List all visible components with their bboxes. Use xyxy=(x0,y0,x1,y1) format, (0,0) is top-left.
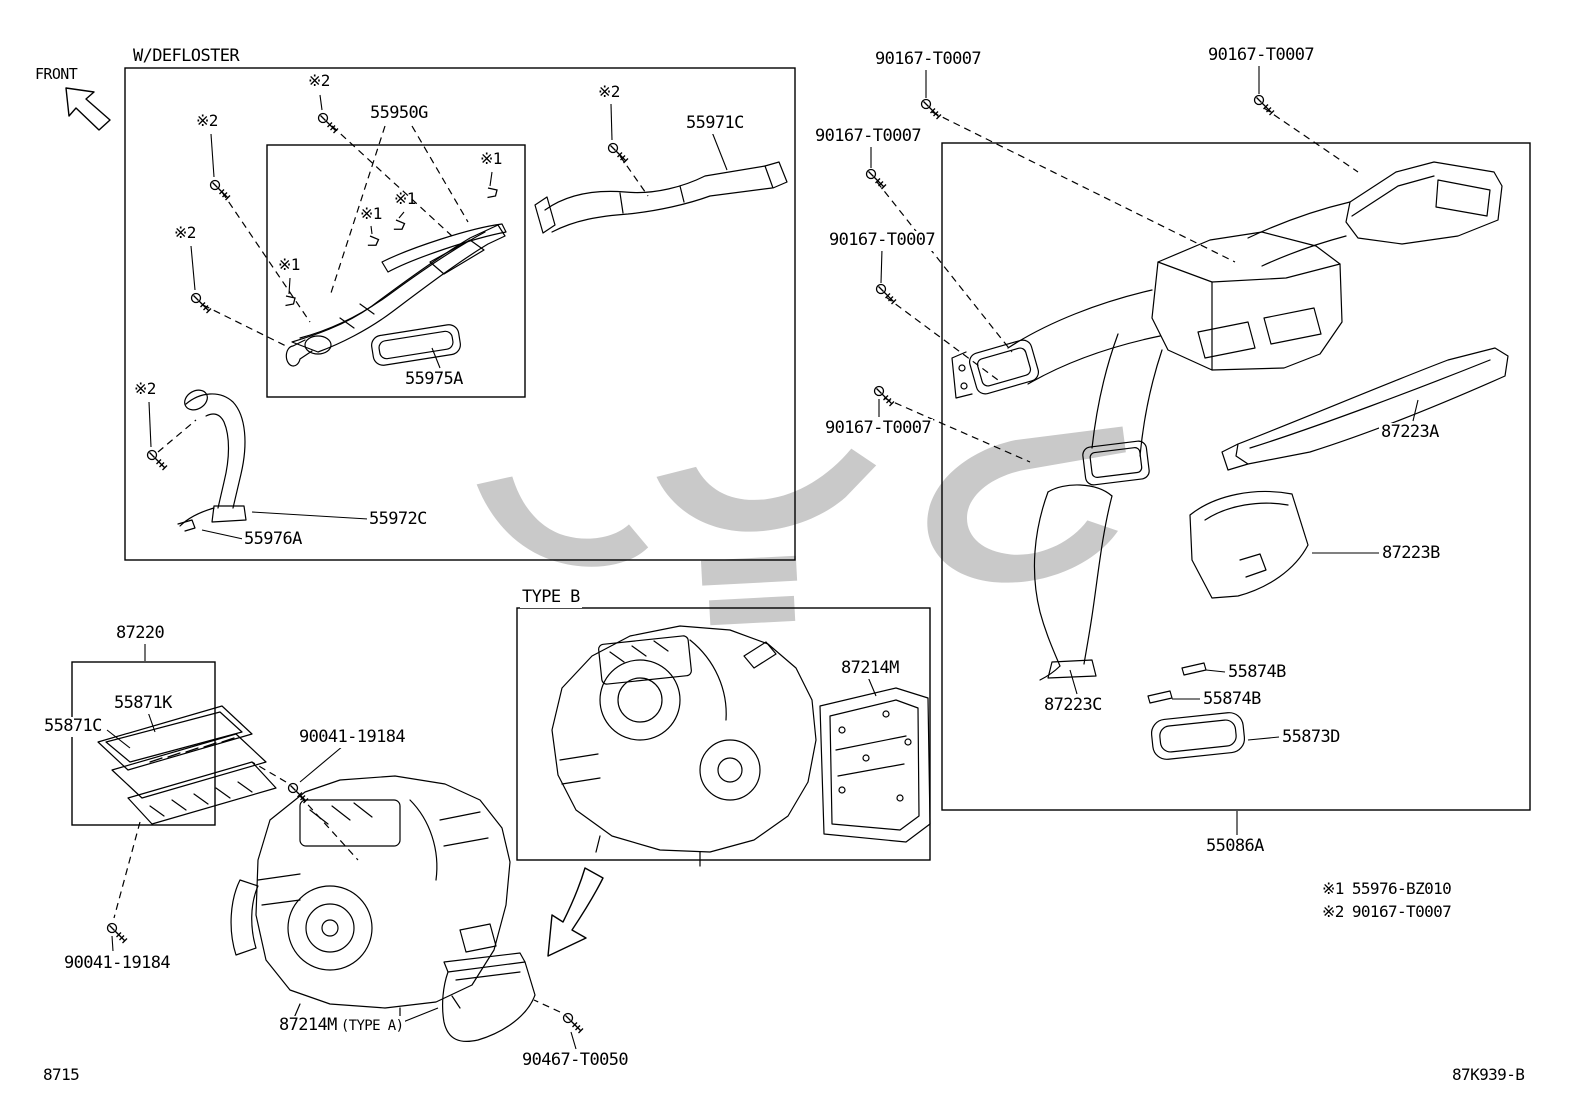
defroster-box-title: W/DEFLOSTER xyxy=(131,46,241,67)
front-label: FRONT xyxy=(33,65,80,84)
duct-87223C-art xyxy=(1033,484,1113,681)
type-b-box-outline xyxy=(516,607,931,861)
fastener-clip-icons xyxy=(284,187,498,307)
marker-ref-1: ※1 xyxy=(480,149,502,168)
part-label-87214M-type-a: 87214M(TYPE A) xyxy=(277,1015,406,1036)
vent-assembly-art xyxy=(951,161,1503,486)
legend-part: 55976-BZ010 xyxy=(1351,879,1452,898)
screw-icon xyxy=(920,98,942,120)
leader-dashed-lines xyxy=(113,107,1359,1013)
part-label-55976A: 55976A xyxy=(242,529,304,550)
type-b-box-title: TYPE B xyxy=(520,587,582,608)
part-label-55086A: 55086A xyxy=(1204,836,1266,857)
legend-item-2: ※2 90167-T0007 xyxy=(1320,902,1454,922)
legend-part: 90167-T0007 xyxy=(1351,902,1452,921)
part-label-87223A: 87223A xyxy=(1379,422,1441,443)
type-a-suffix: (TYPE A) xyxy=(340,1018,404,1034)
part-label-90041-19184: 90041-19184 xyxy=(62,953,172,974)
marker-ref-1: ※1 xyxy=(394,189,416,208)
defroster-duct-55971C-art xyxy=(534,161,788,234)
part-label-87223B: 87223B xyxy=(1380,543,1442,564)
marker-ref-2: ※2 xyxy=(598,82,620,101)
legend-symbol: ※1 xyxy=(1322,879,1344,898)
part-label-55975A: 55975A xyxy=(403,369,465,390)
legend-item-1: ※1 55976-BZ010 xyxy=(1320,879,1454,899)
part-label-90167-T0007: 90167-T0007 xyxy=(813,126,923,147)
marker-ref-2: ※2 xyxy=(174,223,196,242)
marker-ref-2: ※2 xyxy=(134,379,156,398)
page-code: 8715 xyxy=(41,1065,82,1085)
marker-ref-1: ※1 xyxy=(360,204,382,223)
screw-icon xyxy=(873,385,895,407)
screw-icon xyxy=(562,1012,584,1034)
screw-icon xyxy=(875,283,897,305)
heater-unit-art xyxy=(230,775,511,1023)
part-label-90167-T0007: 90167-T0007 xyxy=(823,418,933,439)
part-label-55871K: 55871K xyxy=(112,693,174,714)
exploded-view-arrow-icon xyxy=(547,867,604,957)
defroster-duct-55972C-art xyxy=(177,389,247,532)
duct-87223B-art xyxy=(1189,490,1309,599)
duct-87223A-art xyxy=(1221,347,1509,471)
marker-ref-1: ※1 xyxy=(278,255,300,274)
screw-icon xyxy=(190,292,212,314)
screw-icon xyxy=(146,449,168,471)
part-label-87220: 87220 xyxy=(114,623,167,644)
section-boxes xyxy=(71,67,1531,861)
part-label-55873D: 55873D xyxy=(1280,727,1342,748)
marker-ref-2: ※2 xyxy=(308,71,330,90)
screw-icon xyxy=(607,142,629,164)
defroster-nozzle-art xyxy=(285,223,507,367)
screw-icon xyxy=(1253,94,1275,116)
watermark xyxy=(476,426,1126,626)
screw-icon xyxy=(865,168,887,190)
part-label-90167-T0007: 90167-T0007 xyxy=(827,230,937,251)
part-label-55972C: 55972C xyxy=(367,509,429,530)
part-label-87214M: 87214M xyxy=(839,658,901,679)
filter-art xyxy=(97,705,277,825)
drawing-code: 87K939-B xyxy=(1450,1065,1527,1085)
part-label-90467-T0050: 90467-T0050 xyxy=(520,1050,630,1071)
filter-box-outline xyxy=(71,661,216,826)
screw-icon xyxy=(209,179,231,201)
marker-ref-2: ※2 xyxy=(196,111,218,130)
front-arrow-icon xyxy=(65,87,111,131)
screw-icon xyxy=(287,782,309,804)
part-label-55874B: 55874B xyxy=(1226,662,1288,683)
part-label-90167-T0007: 90167-T0007 xyxy=(1206,45,1316,66)
part-label-87223C: 87223C xyxy=(1042,695,1104,716)
defroster-box-outline xyxy=(124,67,796,561)
screw-icon xyxy=(106,922,128,944)
part-label-55950G: 55950G xyxy=(368,103,430,124)
part-label-55971C: 55971C xyxy=(684,113,746,134)
legend-symbol: ※2 xyxy=(1322,902,1344,921)
part-number: 87214M xyxy=(279,1015,337,1035)
part-label-90167-T0007: 90167-T0007 xyxy=(873,49,983,70)
vent-box-outline xyxy=(941,142,1531,811)
screw-icon xyxy=(317,112,339,134)
defroster-inner-box-outline xyxy=(266,144,526,398)
part-label-55874B: 55874B xyxy=(1201,689,1263,710)
type-b-heater-art xyxy=(551,625,931,867)
leader-solid-lines xyxy=(106,64,1419,1050)
type-a-duct-art xyxy=(442,952,536,1043)
part-label-55871C: 55871C xyxy=(42,716,104,737)
part-label-90041-19184: 90041-19184 xyxy=(297,727,407,748)
clips-and-gasket-art xyxy=(1147,662,1246,760)
